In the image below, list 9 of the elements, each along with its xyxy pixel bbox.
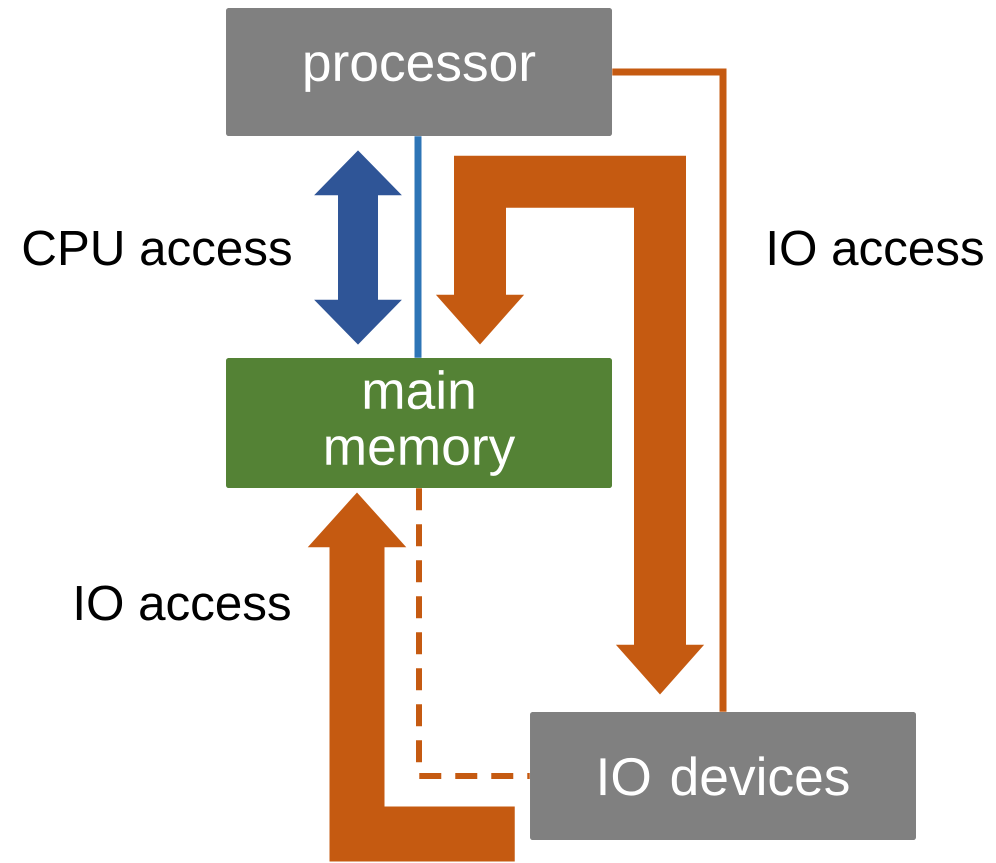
edge-label: CPU access: [24, 230, 291, 266]
line: [414, 136, 422, 358]
dashed-line: [416, 488, 530, 779]
edge-label: IO access: [76, 586, 290, 620]
line: [612, 68, 726, 712]
memory-box: main memory: [226, 358, 612, 488]
edge-label: IO access: [770, 230, 983, 266]
processor-box: processor: [226, 8, 612, 136]
device-box: IO devices: [530, 712, 916, 840]
